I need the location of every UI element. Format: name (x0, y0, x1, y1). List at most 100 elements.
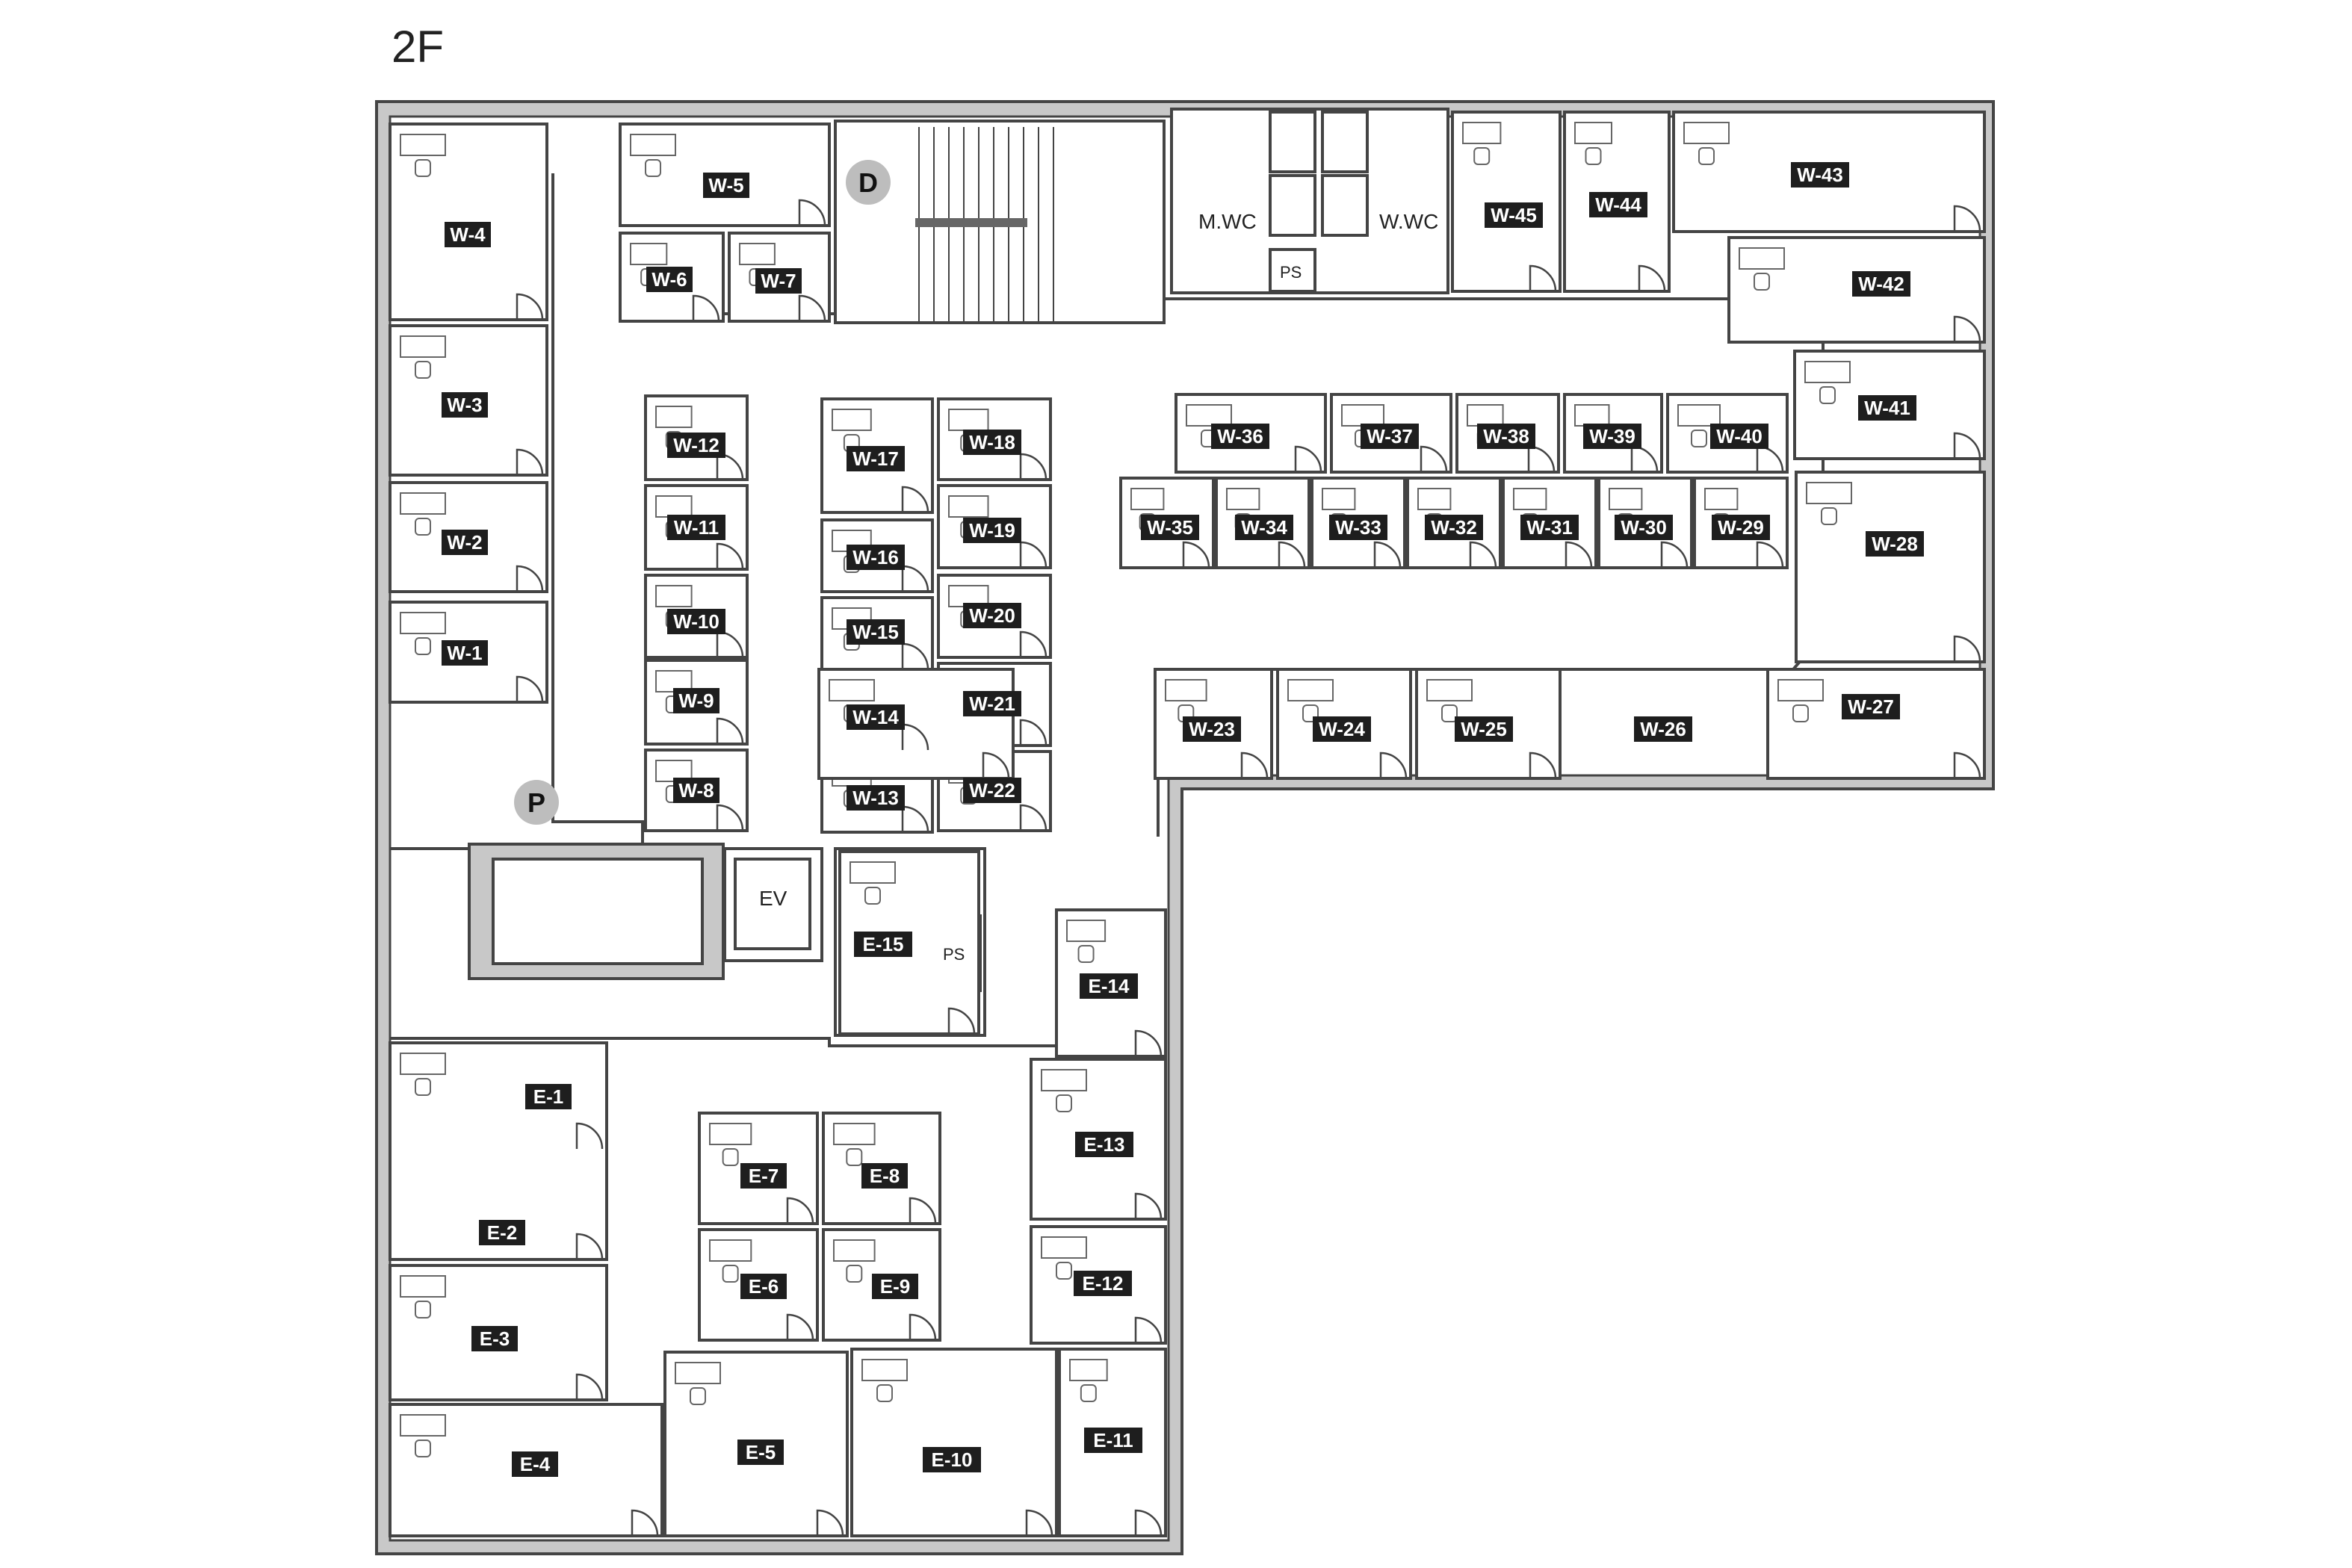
room-label-text: W-18 (969, 431, 1015, 453)
room-label-text: E-4 (520, 1453, 551, 1475)
desk-w-33 (1322, 488, 1356, 510)
chair-w-3 (415, 361, 431, 379)
door-w-28[interactable] (1953, 635, 1981, 663)
room-label-bg (1589, 192, 1647, 217)
room-label-bg (1074, 1271, 1132, 1296)
desk-w-36 (1186, 404, 1232, 427)
door-e-9[interactable] (909, 1313, 937, 1341)
floor-title: 2F (392, 22, 445, 72)
door-e-14[interactable] (1134, 1029, 1163, 1057)
door-w-5[interactable] (798, 199, 826, 226)
room-label-text: W-33 (1335, 516, 1381, 539)
desk-w-40 (1677, 404, 1721, 427)
room-label-w-22: W-22 (963, 778, 1021, 803)
room-label-e-12: E-12 (1074, 1271, 1132, 1296)
room-label-w-32: W-32 (1425, 515, 1483, 540)
door-w-6[interactable] (692, 294, 720, 322)
stair-d (834, 120, 1166, 324)
door-w-42[interactable] (1953, 315, 1981, 343)
room-label-text: W-6 (652, 268, 687, 291)
door-e-2[interactable] (575, 1233, 604, 1260)
room-label-bg (963, 778, 1021, 803)
room-label-bg (1791, 162, 1849, 188)
door-w-37[interactable] (1420, 445, 1448, 473)
door-w-24[interactable] (1379, 752, 1408, 779)
door-w-43[interactable] (1953, 205, 1981, 232)
door-w-11[interactable] (716, 542, 744, 570)
room-label-w-10: W-10 (667, 609, 725, 634)
door-w-18[interactable] (1019, 453, 1047, 480)
door-w-41[interactable] (1953, 432, 1981, 459)
door-w-8[interactable] (716, 804, 744, 831)
door-w-30[interactable] (1660, 541, 1689, 568)
door-w-33[interactable] (1373, 541, 1402, 568)
door-w-35[interactable] (1182, 541, 1210, 568)
desk-w-31 (1513, 488, 1547, 510)
door-e-10[interactable] (1025, 1509, 1053, 1537)
room-label-bg (667, 609, 725, 634)
door-e-11[interactable] (1134, 1509, 1163, 1537)
door-w-45[interactable] (1529, 264, 1557, 292)
door-w-4[interactable] (516, 293, 544, 320)
door-e-1[interactable] (575, 1122, 604, 1150)
room-label-text: W-35 (1147, 516, 1193, 539)
door-e-15[interactable] (947, 1007, 976, 1035)
room-label-text: W-12 (673, 434, 719, 456)
door-w-32[interactable] (1469, 541, 1497, 568)
room-label-text: W-10 (673, 610, 719, 633)
room-label-bg (1084, 1428, 1142, 1453)
chair-w-40 (1691, 430, 1707, 447)
door-w-19[interactable] (1019, 541, 1047, 568)
door-e-7[interactable] (786, 1197, 814, 1224)
desk-w-30 (1609, 488, 1643, 510)
room-label-text: W-1 (447, 642, 482, 664)
room-label-bg (755, 268, 802, 294)
room-label-bg (667, 433, 725, 458)
door-w-31[interactable] (1565, 541, 1593, 568)
door-e-6[interactable] (786, 1313, 814, 1341)
desk-e-7 (709, 1123, 752, 1145)
door-w-26[interactable] (982, 752, 1010, 779)
desk-e-6 (709, 1239, 752, 1262)
door-e-5[interactable] (816, 1509, 844, 1537)
desk-w-43 (1683, 122, 1730, 144)
door-w-36[interactable] (1294, 445, 1322, 473)
door-w-25[interactable] (1529, 752, 1557, 779)
room-label-w-34: W-34 (1235, 515, 1293, 540)
door-w-20[interactable] (1019, 630, 1047, 658)
room-label-w-31: W-31 (1520, 515, 1579, 540)
room-label-w-7: W-7 (755, 268, 802, 294)
door-w-29[interactable] (1756, 541, 1784, 568)
door-w-34[interactable] (1278, 541, 1306, 568)
door-w-44[interactable] (1638, 264, 1666, 292)
door-e-4[interactable] (631, 1509, 659, 1537)
door-w-22[interactable] (1019, 804, 1047, 831)
door-w-7[interactable] (798, 294, 826, 322)
door-w-27[interactable] (1953, 752, 1981, 779)
door-e-13[interactable] (1134, 1192, 1163, 1220)
desk-w-41 (1804, 361, 1851, 383)
doors-group (516, 199, 1981, 1537)
room-label-bg (963, 691, 1021, 716)
door-w-1[interactable] (516, 675, 544, 703)
desk-w-1 (400, 612, 446, 634)
room-label-text: W-34 (1241, 516, 1287, 539)
room-label-bg (963, 518, 1021, 543)
door-w-2[interactable] (516, 565, 544, 592)
room-label-bg (479, 1220, 525, 1245)
room-label-text: E-15 (863, 933, 904, 955)
pipe-shaft-label-2: PS (943, 945, 965, 964)
door-w-9[interactable] (716, 717, 744, 745)
room-label-text: W-38 (1483, 425, 1529, 447)
door-w-3[interactable] (516, 448, 544, 476)
room-label-bg (923, 1447, 981, 1472)
door-w-21[interactable] (1019, 719, 1047, 746)
desk-e-2 (400, 1053, 446, 1075)
door-w-17[interactable] (901, 486, 929, 513)
door-e-3[interactable] (575, 1373, 604, 1401)
door-e-12[interactable] (1134, 1316, 1163, 1344)
room-label-e-14: E-14 (1080, 973, 1138, 999)
room-label-w-3: W-3 (442, 392, 488, 418)
door-e-8[interactable] (909, 1197, 937, 1224)
door-w-23[interactable] (1240, 752, 1269, 779)
